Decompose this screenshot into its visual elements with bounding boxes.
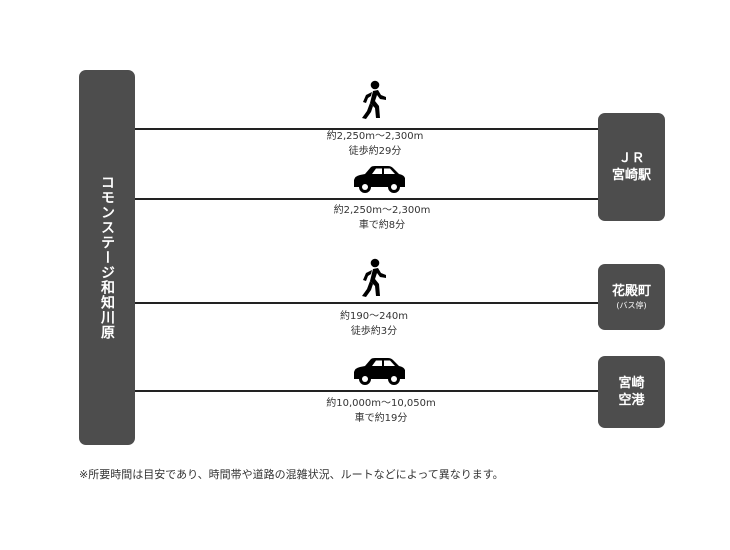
destination-hanadono-sub: (バス停) bbox=[616, 300, 647, 310]
route-line-car-jr bbox=[135, 198, 599, 200]
car-icon bbox=[354, 358, 405, 385]
route-line-car-airport bbox=[135, 390, 599, 392]
route-distance: 約190～240m bbox=[340, 311, 408, 322]
car-icon bbox=[354, 166, 405, 193]
origin-block: コモンステージ和知川原 bbox=[79, 70, 135, 445]
route-line-walk-jr bbox=[135, 128, 599, 130]
walking-person-icon bbox=[362, 80, 386, 119]
destination-jr-line2: 宮崎駅 bbox=[611, 168, 651, 183]
destination-jr-line1: ＪＲ bbox=[618, 151, 645, 166]
destination-airport-line1: 宮崎 bbox=[618, 376, 645, 391]
route-time: 車で約19分 bbox=[354, 413, 408, 424]
route-caption-car-airport: 約10,000m～10,050m 車で約19分 bbox=[281, 396, 481, 426]
footnote: ※所要時間は目安であり、時間帯や道路の混雑状況、ルートなどによって異なります。 bbox=[79, 468, 504, 481]
route-distance: 約10,000m～10,050m bbox=[326, 398, 436, 409]
route-caption-walk-jr: 約2,250m～2,300m 徒歩約29分 bbox=[275, 129, 475, 159]
walking-person-icon bbox=[362, 258, 386, 297]
route-caption-car-jr: 約2,250m～2,300m 車で約8分 bbox=[282, 203, 482, 233]
destination-hanadono-line1: 花殿町 bbox=[611, 283, 651, 299]
route-distance: 約2,250m～2,300m bbox=[333, 205, 431, 216]
route-distance: 約2,250m～2,300m bbox=[326, 131, 424, 142]
route-time: 徒歩約3分 bbox=[350, 326, 398, 337]
route-time: 徒歩約29分 bbox=[348, 146, 402, 157]
origin-label: コモンステージ和知川原 bbox=[99, 175, 115, 340]
destination-miyazaki-airport: 宮崎 空港 bbox=[598, 356, 665, 428]
route-line-walk-bus bbox=[135, 302, 599, 304]
destination-jr-miyazaki-station: ＪＲ 宮崎駅 bbox=[598, 113, 665, 221]
route-caption-walk-bus: 約190～240m 徒歩約3分 bbox=[274, 309, 474, 339]
route-time: 車で約8分 bbox=[358, 220, 406, 231]
destination-airport-line2: 空港 bbox=[618, 393, 645, 408]
destination-hanadono-bus-stop: 花殿町 (バス停) bbox=[598, 264, 665, 330]
